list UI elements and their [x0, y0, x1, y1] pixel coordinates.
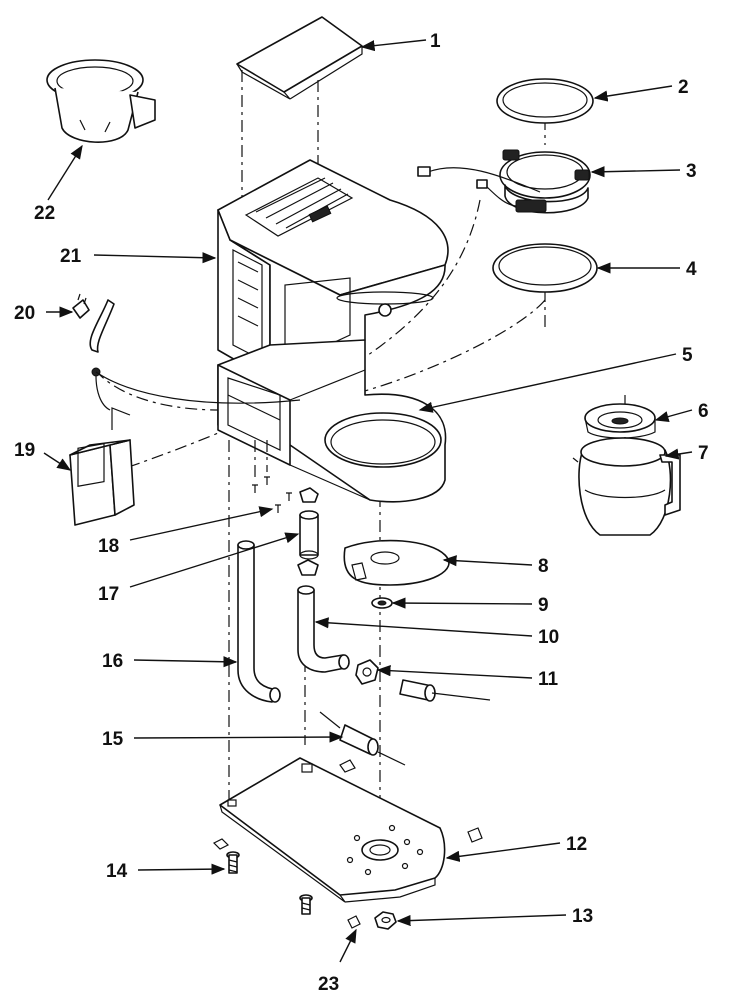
part-17-tube-segment: [297, 487, 319, 576]
part-15-short-tube: [319, 711, 406, 766]
callout-6: 6: [698, 401, 709, 422]
callout-15: 15: [102, 729, 124, 750]
part-22-brew-basket: [46, 59, 156, 143]
callout-23: 23: [318, 974, 339, 995]
callout-2: 2: [678, 77, 689, 98]
callout-19: 19: [14, 440, 35, 461]
part-19-switch-box: [69, 407, 135, 526]
part-6-carafe-lid: [584, 403, 656, 439]
part-9-washer: [371, 597, 393, 609]
leader-lines: [43, 39, 693, 963]
part-23-clip: [347, 915, 361, 929]
part-13-hex-nut: [374, 911, 397, 930]
callout-5: 5: [682, 345, 693, 366]
callout-1: 1: [430, 31, 441, 52]
callout-labels: 1 2 3 4 5 6 7 8 9 10 11 12 13 14 15 16 1…: [14, 31, 709, 995]
screw-bottom-center: [299, 894, 313, 915]
callout-18: 18: [98, 536, 119, 557]
part-12-base-plate: [219, 757, 483, 903]
part-11-nut: [355, 659, 379, 685]
part-18-screws: [252, 440, 292, 513]
part-16-long-tube: [237, 540, 281, 703]
callout-17: 17: [98, 584, 119, 605]
callout-22: 22: [34, 203, 55, 224]
short-tube-right: [399, 679, 491, 702]
callout-20: 20: [14, 303, 35, 324]
callout-16: 16: [102, 651, 123, 672]
callout-12: 12: [566, 834, 587, 855]
part-10-elbow-tube: [297, 585, 350, 673]
part-8-warmer-plate: [343, 539, 450, 586]
part-1-cover-plate: [236, 16, 363, 100]
callout-10: 10: [538, 627, 559, 648]
callout-4: 4: [686, 259, 697, 280]
callout-9: 9: [538, 595, 549, 616]
part-5-base-housing: [217, 339, 447, 503]
part-7-carafe: [572, 437, 681, 536]
callout-21: 21: [60, 246, 82, 267]
callout-14: 14: [106, 861, 128, 882]
part-20-cord-plug: [72, 293, 301, 411]
part-4-gasket-ring: [492, 243, 598, 293]
part-14-screw: [212, 838, 240, 874]
part-2-disc: [496, 78, 594, 124]
callout-11: 11: [538, 669, 559, 690]
part-3-heater-ring: [417, 149, 591, 214]
callout-13: 13: [572, 906, 593, 927]
callout-8: 8: [538, 556, 549, 577]
callout-7: 7: [698, 443, 709, 464]
callout-3: 3: [686, 161, 697, 182]
